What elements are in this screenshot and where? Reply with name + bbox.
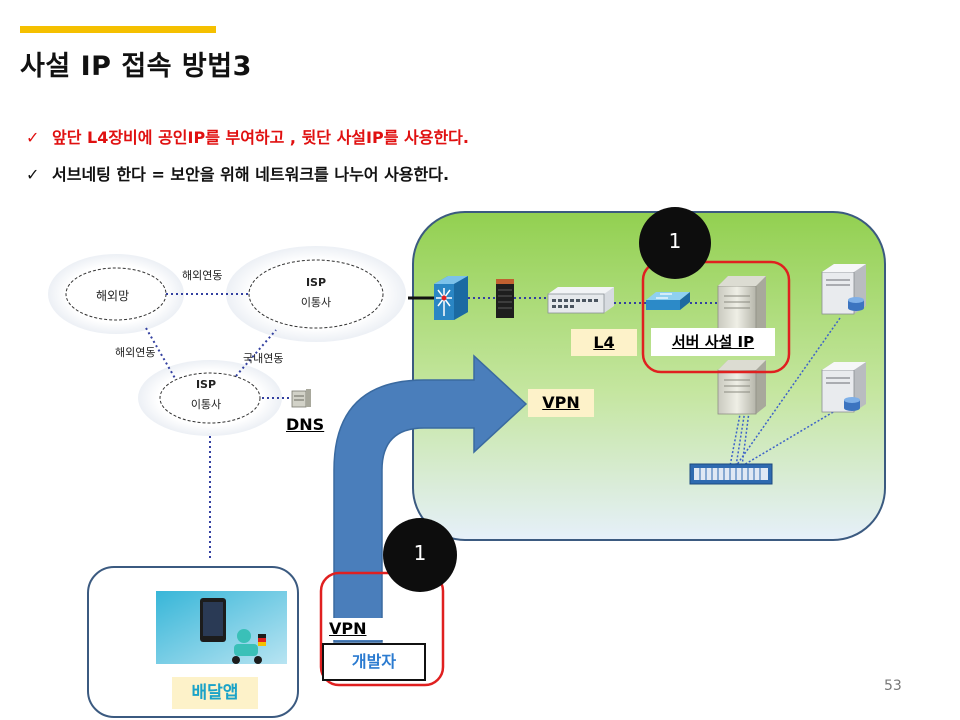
title-accent-bar: [20, 26, 216, 33]
core-switch-icon: [434, 276, 468, 320]
vpn-developer-label: VPN: [323, 618, 389, 640]
isp-top-line2: 이통사: [300, 296, 332, 309]
domestic-link-label: 국내연동: [243, 352, 284, 365]
vpn-tunnel-arrow: [333, 354, 528, 643]
bullet-text-2: 서브네팅 한다 = 보안을 위해 네트워크를 나누어 사용한다.: [52, 165, 450, 184]
dns-label: DNS: [286, 415, 325, 434]
isp-cloud-bottom: [138, 360, 282, 436]
overseas-network-label: 해외망: [96, 289, 130, 303]
overseas-cloud: [48, 254, 184, 334]
isp-cloud-top: [226, 246, 406, 342]
bullet-item-2: ✓ 서브네팅 한다 = 보안을 위해 네트워크를 나누어 사용한다.: [26, 161, 449, 185]
access-switch-icon: [646, 292, 690, 310]
rack-switch-icon: [689, 463, 773, 485]
l4-switch-icon: [547, 287, 614, 314]
delivery-app-label: 배달앱: [172, 677, 258, 709]
server-private-ip-label: 서버 사설 IP: [651, 328, 775, 356]
firewall-icon: [496, 279, 514, 318]
l4-label: L4: [571, 329, 637, 356]
server-private-ip-highlight: [641, 260, 791, 374]
checkmark-icon: ✓: [26, 165, 40, 184]
step-badge-top-number: 1: [668, 229, 682, 253]
delivery-app-image: [156, 591, 287, 664]
step-badge-top: [639, 207, 711, 279]
database-server-icon-2: [821, 362, 866, 413]
overseas-link-label-top: 해외연동: [182, 269, 223, 282]
server-tower-icon-2: [717, 360, 766, 415]
bullet-text-1: 앞단 L4장비에 공인IP를 부여하고 , 뒷단 사설IP를 사용한다.: [52, 128, 469, 147]
overseas-link-label-left: 해외연동: [115, 346, 156, 359]
checkmark-icon: ✓: [26, 128, 40, 147]
isp-top-line1: ISP: [305, 276, 327, 289]
page-title: 사설 IP 접속 방법3: [20, 51, 252, 82]
developer-highlight: [319, 571, 445, 687]
dns-server-icon: [291, 389, 311, 408]
page-number: 53: [884, 678, 902, 694]
step-badge-bottom-number: 1: [413, 541, 427, 565]
internal-network-area: [412, 211, 886, 541]
bullet-item-1: ✓ 앞단 L4장비에 공인IP를 부여하고 , 뒷단 사설IP를 사용한다.: [26, 124, 469, 148]
isp-bottom-line2: 이통사: [190, 398, 222, 411]
database-server-icon-1: [821, 264, 866, 315]
isp-bottom-line1: ISP: [195, 378, 217, 391]
developer-label: 개발자: [322, 643, 426, 681]
vpn-inside-label: VPN: [528, 389, 594, 417]
step-badge-bottom: [383, 518, 457, 592]
